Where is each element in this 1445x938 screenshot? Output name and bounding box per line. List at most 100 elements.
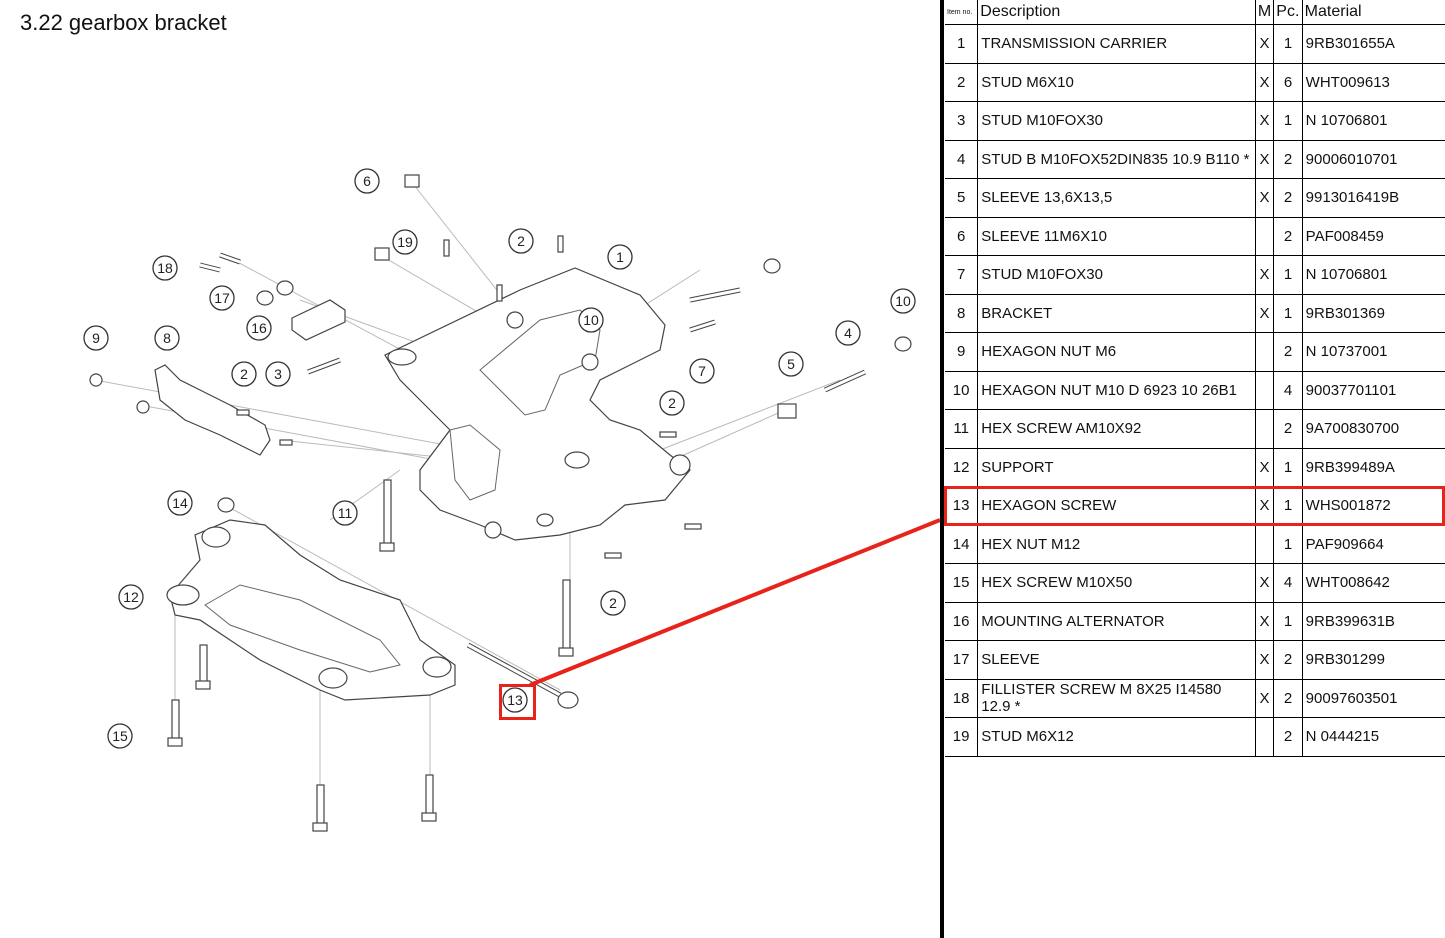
svg-text:10: 10 [895,293,911,309]
row-m [1255,332,1275,372]
svg-text:2: 2 [240,366,248,382]
row-m: X [1255,448,1275,487]
row-no: 4 [945,140,979,179]
row-pc: 2 [1273,140,1303,179]
row-no: 17 [945,640,979,680]
row-m: X [1255,486,1275,526]
callout-18: 18 [152,255,178,281]
row-no: 15 [945,563,979,603]
callout-10-center: 10 [578,307,604,333]
row-pc: 1 [1273,101,1303,141]
row-description: SLEEVE [977,640,1256,680]
row-pc: 1 [1273,525,1303,564]
callout-13: 13 [502,687,528,713]
callout-2-left: 2 [231,361,257,387]
row-description: TRANSMISSION CARRIER [977,24,1256,64]
header-description: Description [977,0,1256,25]
row-material: 90037701101 [1302,371,1445,410]
transmission-carrier-part [384,267,691,541]
row-description: HEXAGON NUT M10 D 6923 10 26B1 [977,371,1256,410]
row-pc: 4 [1273,371,1303,410]
callout-15: 15 [107,723,133,749]
row-m: X [1255,101,1275,141]
callout-3: 3 [265,361,291,387]
row-no: 18 [945,679,979,718]
row-m [1255,717,1275,757]
vertical-divider [940,0,944,938]
row-no: 11 [945,409,979,449]
callout-1: 1 [607,244,633,270]
row-description: HEX NUT M12 [977,525,1256,564]
callout-9: 9 [83,325,109,351]
callout-12: 12 [118,584,144,610]
row-material: 90006010701 [1302,140,1445,179]
callout-11: 11 [332,500,358,526]
svg-text:14: 14 [172,495,188,511]
callout-2-top: 2 [508,228,534,254]
svg-text:18: 18 [157,260,173,276]
svg-text:2: 2 [517,233,525,249]
row-pc: 2 [1273,409,1303,449]
header-pc: Pc. [1273,0,1303,25]
svg-text:1: 1 [616,249,624,265]
row-material: 9A700830700 [1302,409,1445,449]
row-m: X [1255,294,1275,333]
callout-4: 4 [835,320,861,346]
row-pc: 1 [1273,486,1303,526]
callout-16: 16 [246,315,272,341]
row-pc: 2 [1273,679,1303,718]
row-m: X [1255,178,1275,218]
row-description: STUD M6X12 [977,717,1256,757]
svg-text:3: 3 [274,366,282,382]
svg-text:15: 15 [112,728,128,744]
page-title: 3.22 gearbox bracket [20,10,227,35]
row-description: SLEEVE 13,6X13,5 [977,178,1256,218]
callout-2-right: 2 [659,390,685,416]
row-pc: 2 [1273,217,1303,256]
row-pc: 1 [1273,448,1303,487]
row-pc: 4 [1273,563,1303,603]
row-no: 1 [945,24,979,64]
svg-text:9: 9 [92,330,100,346]
row-material: 9RB301655A [1302,24,1445,64]
row-m [1255,409,1275,449]
row-pc: 1 [1273,24,1303,64]
row-no: 5 [945,178,979,218]
row-no: 10 [945,371,979,410]
row-no: 13 [945,486,979,526]
row-no: 3 [945,101,979,141]
row-description: HEXAGON NUT M6 [977,332,1256,372]
row-no: 9 [945,332,979,372]
row-pc: 2 [1273,332,1303,372]
row-description: SUPPORT [977,448,1256,487]
header-m: M [1255,0,1275,25]
svg-text:13: 13 [507,692,523,708]
svg-text:2: 2 [668,395,676,411]
svg-text:8: 8 [163,330,171,346]
svg-text:7: 7 [698,363,706,379]
row-material: 9RB301299 [1302,640,1445,680]
svg-text:5: 5 [787,356,795,372]
row-m: X [1255,602,1275,641]
callout-13-highlight-box [499,684,536,720]
callout-8: 8 [154,325,180,351]
row-material: N 0444215 [1302,717,1445,757]
row-m [1255,525,1275,564]
row-description: SLEEVE 11M6X10 [977,217,1256,256]
svg-text:2: 2 [609,595,617,611]
header-material: Material [1302,0,1445,25]
callout-2-bottom: 2 [600,590,626,616]
row-material: WHT009613 [1302,63,1445,102]
row-pc: 1 [1273,294,1303,333]
row-m [1255,371,1275,410]
